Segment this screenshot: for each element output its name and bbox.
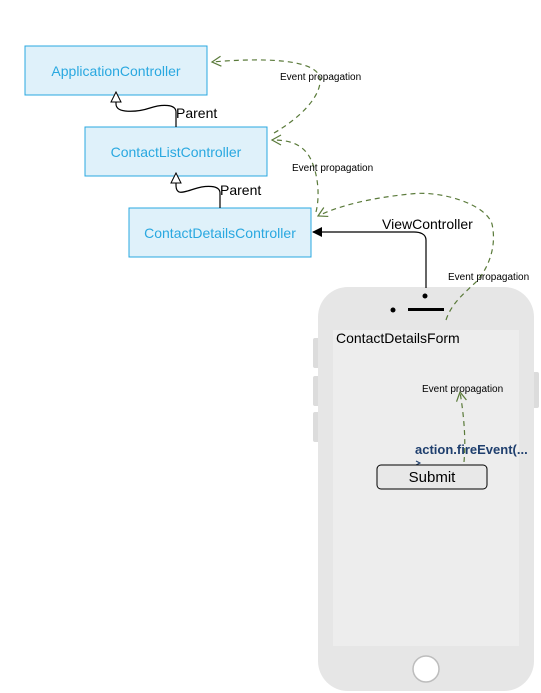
parent-label-1: Parent [176,105,217,121]
phone-speaker [408,308,444,311]
action-caret-icon [415,460,422,466]
phone-camera [390,307,396,313]
parent-label-2: Parent [220,182,261,198]
event-propagation-arrow-3 [316,192,495,321]
event-propagation-label-2: Event propagation [292,163,373,174]
submit-button-label: Submit [409,469,457,486]
submit-button[interactable]: Submit [376,464,488,490]
parent-connector-2 [176,178,221,208]
event-propagation-arrow-2 [270,134,319,213]
phone-sensor [422,293,428,299]
application-controller-label: ApplicationController [51,63,181,79]
contact-list-controller-node: ContactListController [84,126,268,177]
application-controller-node: ApplicationController [24,45,208,96]
event-propagation-label-4: Event propagation [422,384,503,395]
event-propagation-label-1: Event propagation [280,72,361,83]
contact-list-controller-label: ContactListController [111,144,242,160]
contact-details-form-label: ContactDetailsForm [336,330,460,346]
event-propagation-arrow-1 [210,55,321,134]
view-controller-label: ViewController [382,216,473,232]
view-controller-connector [312,227,427,288]
parent-connector-1 [116,97,177,127]
contact-details-controller-node: ContactDetailsController [128,207,312,258]
action-fire-event-text: action.fireEvent(... [415,442,528,457]
event-propagation-label-3: Event propagation [448,272,529,283]
phone-home-button[interactable] [412,655,440,683]
contact-details-controller-label: ContactDetailsController [144,225,296,241]
event-propagation-arrow-4 [455,390,467,463]
